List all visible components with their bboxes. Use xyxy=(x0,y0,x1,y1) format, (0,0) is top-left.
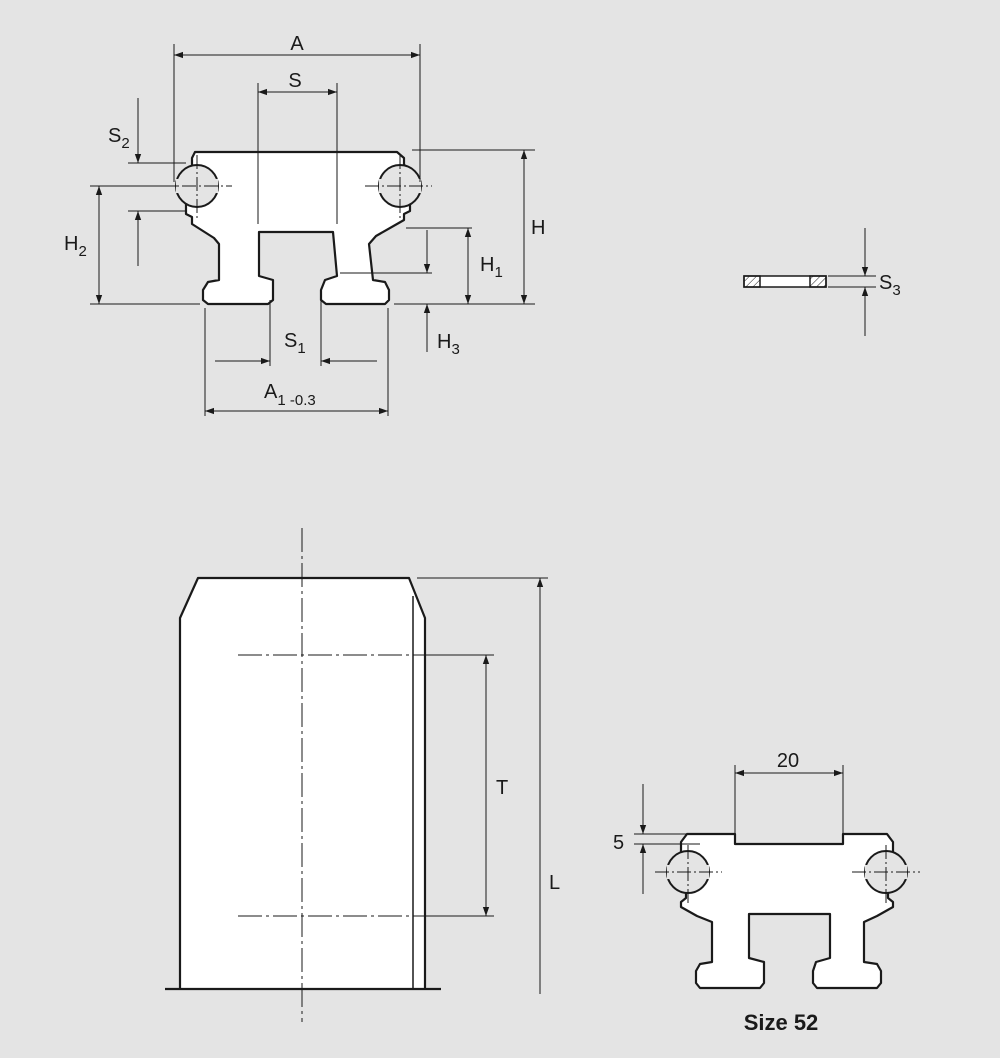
label-H3: H3 xyxy=(437,331,460,358)
label-H: H xyxy=(531,217,545,239)
profile-view: A S S2 H2 H H1 H3 S1 A1 -0.3 xyxy=(64,33,545,416)
size52-view: 20 5 Size 52 xyxy=(613,750,920,1035)
label-5: 5 xyxy=(613,832,624,854)
length-view: T L xyxy=(165,528,560,1022)
plate-hatch-right xyxy=(809,275,827,288)
size-caption: Size 52 xyxy=(744,1010,819,1035)
label-S2: S2 xyxy=(108,125,130,152)
label-S1: S1 xyxy=(284,330,306,357)
label-20: 20 xyxy=(777,750,799,772)
plate-hatch-left xyxy=(743,275,761,288)
label-S: S xyxy=(288,70,301,92)
plate-view: S3 xyxy=(743,228,901,336)
label-H1: H1 xyxy=(480,254,503,281)
label-H2: H2 xyxy=(64,233,87,260)
label-T: T xyxy=(496,777,508,799)
label-A1: A1 -0.3 xyxy=(264,381,316,409)
label-A: A xyxy=(290,33,304,55)
rail-profile-outline xyxy=(184,150,412,306)
label-S3: S3 xyxy=(879,272,901,299)
label-L: L xyxy=(549,872,560,894)
size52-profile-outline xyxy=(679,832,895,990)
